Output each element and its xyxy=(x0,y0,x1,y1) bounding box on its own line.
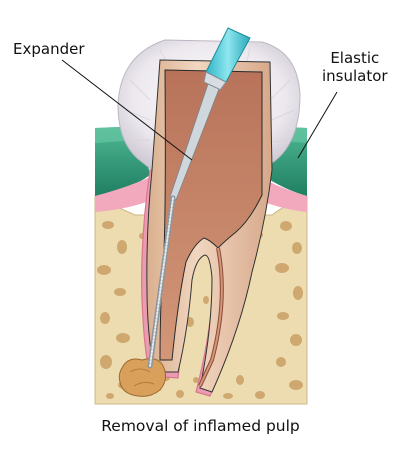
elastic-insulator-label-line1: Elastic xyxy=(330,49,380,67)
elastic-insulator-label: Elastic insulator xyxy=(322,49,388,85)
elastic-insulator-label-line2: insulator xyxy=(322,67,388,85)
expander-leader-line xyxy=(61,59,193,161)
expander-instrument xyxy=(147,27,251,369)
bone-pores xyxy=(97,221,303,399)
inflamed-tissue xyxy=(118,358,166,397)
expander-label: Expander xyxy=(13,40,85,58)
elastic-insulator-leader-line xyxy=(297,91,338,159)
pulp-canal xyxy=(159,69,263,387)
caption: Removal of inflamed pulp xyxy=(101,417,300,435)
